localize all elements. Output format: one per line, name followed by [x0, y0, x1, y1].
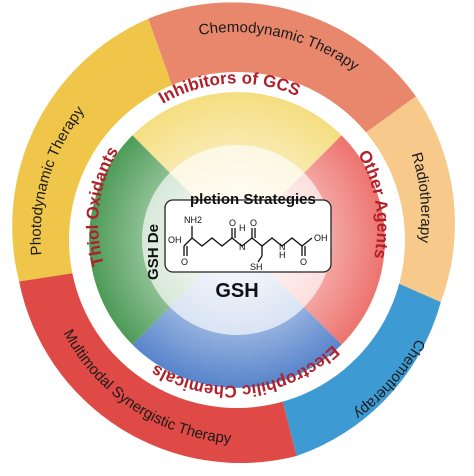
- atom-h-n1: H: [239, 223, 246, 233]
- atom-h-n2: H: [279, 250, 286, 260]
- atom-oh-left: OH: [168, 235, 182, 245]
- atom-n2: N: [279, 242, 286, 252]
- gsh-atom-labels: OH O NH2 O H N O SH H N O OH: [168, 215, 328, 272]
- molecule-name: GSH: [215, 280, 258, 302]
- atom-sh: SH: [250, 262, 263, 272]
- atom-oh-right: OH: [314, 233, 328, 243]
- atom-o-left: O: [181, 257, 188, 267]
- title-vertical-part: GSH De: [145, 224, 162, 280]
- atom-nh2: NH2: [184, 215, 202, 225]
- atom-n1: N: [239, 242, 246, 252]
- atom-o-right: O: [300, 257, 307, 267]
- gsh-structure: [183, 226, 313, 263]
- molecule-box: [164, 199, 332, 273]
- atom-o-amide2: O: [250, 218, 257, 228]
- atom-o-amide1: O: [229, 218, 236, 228]
- title-horizontal-part: pletion Strategies: [190, 191, 316, 208]
